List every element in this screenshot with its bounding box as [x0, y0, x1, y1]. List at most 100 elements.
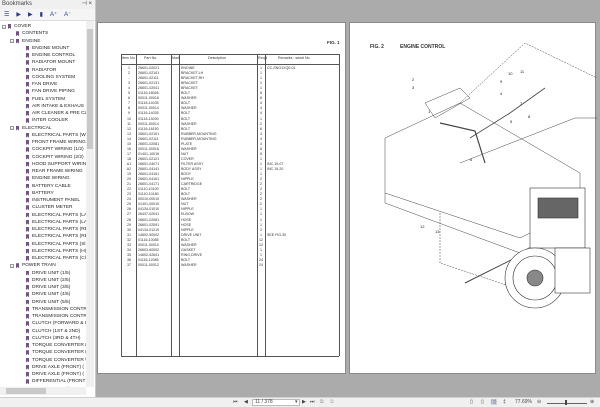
bookmark-item[interactable]: FRONT FRAME WIRING: [26, 139, 86, 146]
zoom-slider-handle[interactable]: [565, 400, 567, 405]
font-decrease-icon[interactable]: A⁻: [64, 12, 72, 18]
bookmark-item[interactable]: FAN DRIVE PIPING: [26, 88, 75, 95]
bookmarks-vertical-scrollbar[interactable]: [86, 21, 94, 387]
bookmark-item[interactable]: ENGINE WIRING: [26, 175, 70, 182]
continuous-view-icon[interactable]: ▯: [481, 399, 484, 405]
bookmark-item[interactable]: DRIVE AXLE (FRONT) (: [26, 371, 84, 378]
options-icon[interactable]: ☰: [4, 12, 10, 18]
font-increase-icon[interactable]: A⁺: [49, 12, 58, 18]
bookmark-item[interactable]: ENGINE: [16, 38, 40, 45]
next-page-icon[interactable]: ▶: [302, 399, 306, 405]
zoom-out-icon[interactable]: ⊖: [537, 399, 542, 405]
page-number-input[interactable]: 11 / 378: [252, 399, 300, 406]
next-view-icon[interactable]: ⧉: [330, 399, 334, 405]
bookmark-item[interactable]: DRIVE UNIT (4/5): [26, 291, 70, 298]
bookmark-item[interactable]: TRANSMISSION CONTR: [26, 313, 86, 320]
bookmark-item[interactable]: DIFFERENTIAL (FRONT: [26, 378, 85, 385]
bookmark-item[interactable]: RADIATOR: [26, 67, 56, 74]
expand-bookmark-icon[interactable]: ▶: [16, 12, 22, 18]
bookmark-item[interactable]: DIFFERENTIAL (FRONT: [26, 386, 85, 387]
bookmark-item[interactable]: BATTERY CABLE: [26, 183, 71, 190]
part-no: 26603-60002: [138, 247, 160, 252]
bookmark-item[interactable]: INTER COOLER: [26, 117, 68, 124]
bookmark-item[interactable]: RADIATOR MOUNT: [26, 59, 75, 66]
quantity: 2: [260, 121, 262, 126]
bookmark-item[interactable]: DRIVE UNIT (3/5): [26, 284, 70, 291]
continuous-facing-view-icon[interactable]: ‡: [503, 399, 506, 405]
description: RING,DRIVE: [181, 252, 202, 257]
item-no: A1: [126, 161, 132, 166]
bookmark-item[interactable]: ELECTRICAL PARTS (Cl: [26, 255, 86, 262]
bookmark-item[interactable]: DRIVE UNIT (5/5): [26, 299, 70, 306]
bookmark-item[interactable]: ELECTRICAL PARTS (LA: [26, 212, 86, 219]
item-no: 37: [127, 262, 131, 267]
bookmark-item[interactable]: ENGINE CONTROL: [26, 52, 75, 59]
bookmark-icon: [26, 270, 29, 276]
bookmark-item[interactable]: ELECTRICAL PARTS (W: [26, 132, 86, 139]
bookmark-item[interactable]: ELECTRICAL PARTS (H(: [26, 248, 86, 255]
part-no: 14602-50002: [138, 232, 160, 237]
bookmark-item[interactable]: ELECTRICAL: [16, 125, 52, 132]
bookmark-item[interactable]: ELECTRICAL PARTS (Sl: [26, 241, 86, 248]
bookmarks-horizontal-scrollbar[interactable]: [0, 387, 86, 395]
item-no: 22: [127, 187, 131, 192]
item-no: 32: [127, 237, 131, 242]
bookmark-item[interactable]: COOLING SYSTEM: [26, 74, 75, 81]
bookmark-icon: [26, 161, 29, 167]
bookmark-item[interactable]: ELECTRICAL PARTS (RE: [26, 233, 86, 240]
zoom-level[interactable]: 77.69%: [515, 399, 532, 405]
page-dropdown-icon[interactable]: ▾: [295, 399, 298, 405]
bookmark-label: RADIATOR MOUNT: [32, 60, 76, 66]
bookmark-item[interactable]: CLUTCH (3RD & 4TH): [26, 335, 81, 342]
last-page-icon[interactable]: ⏭: [310, 399, 315, 405]
bookmark-item[interactable]: DRIVE UNIT (2/5): [26, 277, 70, 284]
bookmark-icon: [26, 227, 29, 232]
description: HOSE: [181, 217, 192, 222]
bookmark-item[interactable]: TRANSMISSION CONTR: [26, 306, 86, 313]
bookmark-item[interactable]: CLUSTER METER: [26, 204, 73, 211]
collapse-toggle[interactable]: -: [10, 262, 14, 268]
bookmark-item[interactable]: TORQUE CONVERTER (: [26, 349, 86, 356]
bookmark-item[interactable]: CONTENTS: [16, 30, 48, 37]
bookmark-item[interactable]: TORQUE CONVERTER (: [26, 342, 86, 349]
bookmark-item[interactable]: DRIVE UNIT (1/5): [26, 270, 70, 277]
bookmark-item[interactable]: FAN DRIVE: [26, 81, 57, 88]
quantity: 2: [260, 187, 262, 192]
description: BRACKET: [181, 81, 198, 86]
collapse-toggle[interactable]: -: [10, 125, 14, 130]
bookmark-item[interactable]: COCKPIT WIRING (1/2): [26, 146, 84, 153]
single-page-view-icon[interactable]: ▯: [470, 399, 473, 405]
description: BOLT: [181, 126, 191, 131]
collapse-toggle[interactable]: -: [10, 38, 14, 43]
description: NIPPLE: [181, 207, 194, 212]
collapse-bookmark-icon[interactable]: ▶: [28, 12, 33, 18]
panel-close-icon[interactable]: ⊣ ×: [81, 1, 92, 7]
bookmark-item[interactable]: ENGINE MOUNT: [26, 45, 69, 52]
bookmark-item[interactable]: BATTERY: [26, 190, 54, 197]
bookmark-item[interactable]: ELECTRICAL PARTS (RE: [26, 226, 86, 233]
bookmark-item[interactable]: TORQUE CONVERTER \: [26, 357, 86, 364]
bookmark-item[interactable]: POWER TRAIN: [16, 262, 56, 269]
bookmark-item[interactable]: CLUTCH (1ST & 2ND): [26, 328, 80, 335]
bookmark-item[interactable]: AIR CLEANER & PRE CL: [26, 110, 86, 117]
figure-label: FIG. 2: [370, 44, 384, 50]
previous-page-icon[interactable]: ◀: [244, 399, 248, 405]
bookmark-item[interactable]: INSTRUMENT PANEL: [26, 197, 80, 204]
bookmark-item[interactable]: HOOD SUPPORT WIRIN: [26, 161, 86, 168]
bookmark-item[interactable]: DRIVE AXLE (FRONT) (: [26, 364, 84, 371]
bookmark-item[interactable]: COVER: [8, 23, 31, 30]
first-page-icon[interactable]: ⏮: [233, 399, 238, 405]
collapse-toggle[interactable]: -: [2, 23, 6, 29]
zoom-in-icon[interactable]: ⊕: [590, 399, 595, 405]
facing-view-icon[interactable]: ▯▯: [491, 399, 497, 405]
bookmark-item[interactable]: ELECTRICAL PARTS (LA: [26, 219, 86, 226]
bookmark-item[interactable]: AIR INTAKE & EXHAUS: [26, 103, 84, 110]
previous-view-icon[interactable]: ⧉: [320, 399, 324, 405]
add-bookmark-icon[interactable]: ▮: [39, 12, 43, 18]
bookmark-item[interactable]: CLUTCH (FORWARD & I: [26, 320, 86, 327]
bookmark-item[interactable]: FUEL SYSTEM: [26, 96, 65, 103]
zoom-slider[interactable]: [547, 403, 587, 404]
callout-number: 3: [412, 85, 415, 90]
bookmark-item[interactable]: REAR FRAME WIRING: [26, 168, 83, 175]
bookmark-item[interactable]: COCKPIT WIRING (2/2): [26, 154, 84, 161]
